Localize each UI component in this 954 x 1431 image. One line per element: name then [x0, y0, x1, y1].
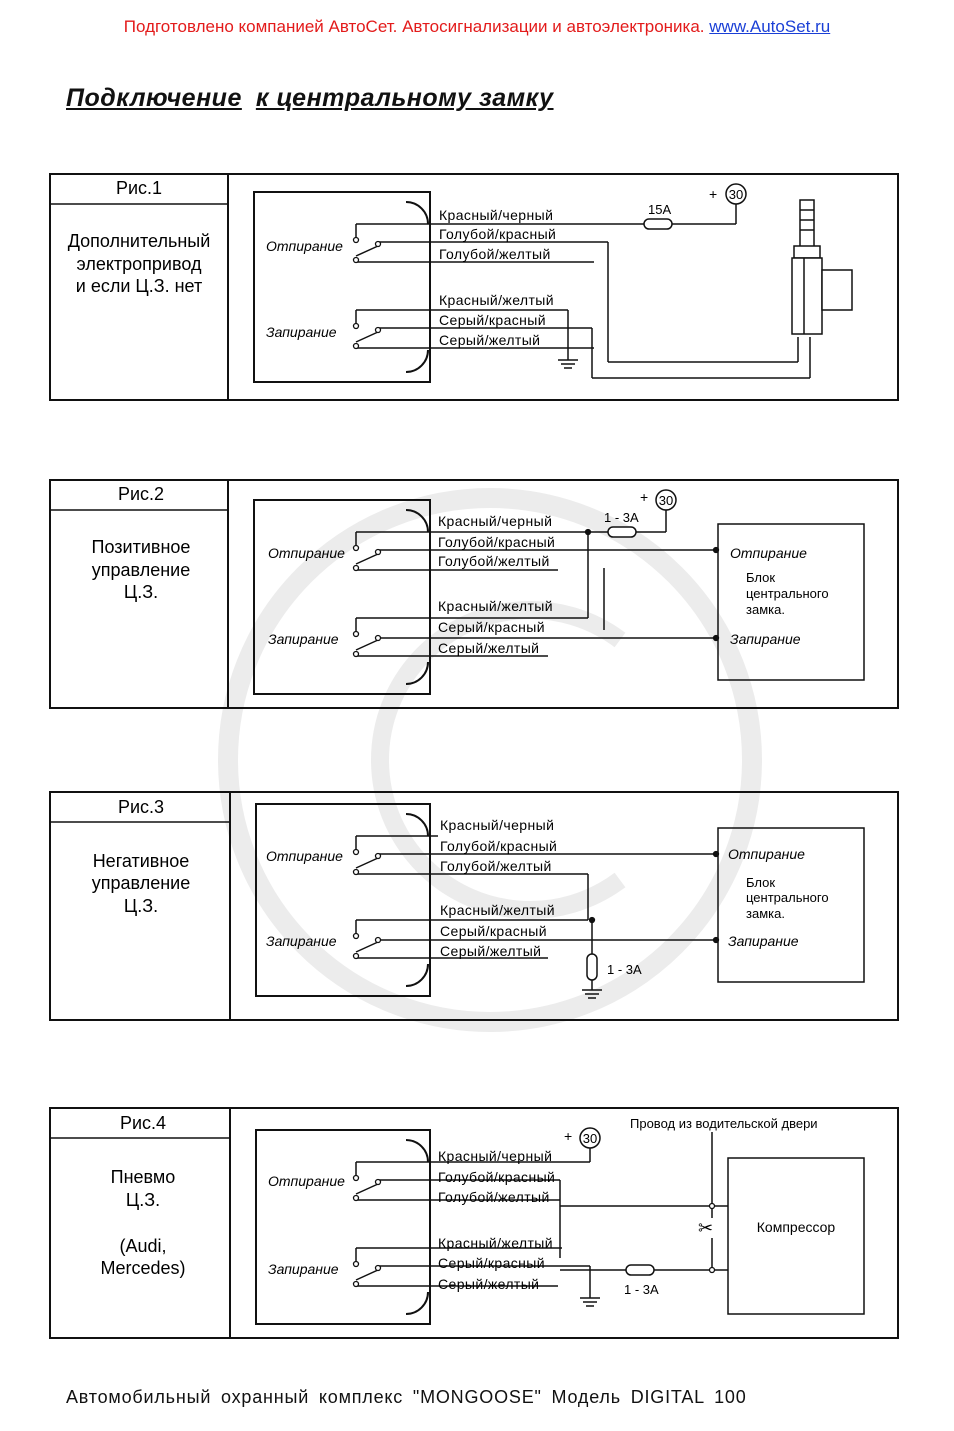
wire-label: Красный/черный [438, 1148, 552, 1164]
figure-desc-line: и если Ц.З. нет [76, 276, 202, 296]
wire-label: Серый/желтый [440, 943, 541, 959]
wire-label: Красный/черный [439, 207, 553, 223]
block-label: центрального [746, 586, 829, 601]
footer: Автомобильный охранный комплекс "MONGOOS… [66, 1387, 747, 1407]
wire-label: Серый/желтый [439, 332, 540, 348]
alarm-unit [253, 499, 431, 695]
figure-desc-line: Mercedes) [100, 1258, 185, 1278]
fuse-label: 1 - 3A [624, 1282, 659, 1297]
lock-label: Запирание [268, 1261, 339, 1277]
figure-title: Рис.1 [116, 178, 162, 198]
wire-label: Красный/желтый [438, 1235, 553, 1251]
figure-title: Рис.3 [118, 797, 164, 817]
lock-label: Запирание [266, 324, 337, 340]
wire-label: Серый/желтый [438, 640, 539, 656]
unlock-label: Отпирание [268, 545, 345, 561]
figure-3: Рис.3 Негативное управление Ц.З. Отпиран… [49, 791, 899, 1021]
wire-label: Голубой/желтый [438, 553, 550, 569]
wire-label: Красный/желтый [438, 598, 553, 614]
unlock-label: Отпирание [268, 1173, 345, 1189]
wire-label: Голубой/красный [438, 1169, 555, 1185]
scissors-icon: ✂ [698, 1218, 713, 1238]
fuse-icon [643, 218, 673, 230]
header-text: Подготовлено компанией АвтоСет. Автосигн… [123, 17, 705, 36]
battery-30-icon [655, 489, 677, 511]
actuator-icon [791, 199, 853, 335]
door-wire-label: Провод из водительской двери [630, 1116, 818, 1131]
plus-label: + [640, 489, 648, 505]
wire-label: Голубой/желтый [438, 1189, 550, 1205]
compressor-block [727, 1157, 865, 1315]
unlock-label: Отпирание [266, 848, 343, 864]
figure-desc-line: Ц.З. [124, 896, 158, 916]
block-unlock-label: Отпирание [730, 545, 807, 561]
plus-label: + [709, 186, 717, 202]
figure-desc-line: управление [92, 560, 190, 580]
figure-desc-line: управление [92, 873, 190, 893]
central-lock-block [717, 523, 865, 681]
figure-desc-line: (Audi, [119, 1236, 166, 1256]
block-label: Блок [746, 875, 775, 890]
figure-desc-line: Дополнительный [68, 231, 211, 251]
figure-desc-line: Пневмо [111, 1167, 176, 1187]
wire-label: Красный/черный [440, 817, 554, 833]
wire-label: Красный/черный [438, 513, 552, 529]
block-label: центрального [746, 890, 829, 905]
wire-label: Серый/красный [438, 1255, 545, 1271]
figure-desc-line: электропривод [77, 254, 202, 274]
figure-desc-line: Ц.З. [126, 1190, 160, 1210]
wire-label: Голубой/красный [439, 226, 556, 242]
wire-label: Красный/желтый [439, 292, 554, 308]
header: Подготовлено компанией АвтоСет. Автосигн… [0, 17, 954, 37]
wire-label: Серый/красный [440, 923, 547, 939]
figure-desc-line: Позитивное [92, 537, 191, 557]
fuse-label: 1 - 3A [607, 962, 642, 977]
fuse-label: 1 - 3A [604, 510, 639, 525]
alarm-unit [253, 191, 431, 383]
wire-label: Голубой/красный [438, 534, 555, 550]
lock-label: Запирание [266, 933, 337, 949]
compressor-label: Компрессор [757, 1219, 836, 1235]
figure-frame [49, 173, 899, 401]
battery-30-label: 30 [659, 493, 673, 508]
battery-30-label: 30 [729, 187, 743, 202]
battery-30-icon [579, 1127, 601, 1149]
fuse-label: 15A [648, 202, 671, 217]
block-lock-label: Запирание [728, 933, 799, 949]
wire-label: Голубой/красный [440, 838, 557, 854]
unlock-label: Отпирание [266, 238, 343, 254]
figure-2: Рис.2 Позитивное управление Ц.З. Отпиран… [49, 479, 899, 709]
wire-label: Голубой/желтый [439, 246, 551, 262]
alarm-unit [255, 1129, 431, 1325]
wire-label: Серый/красный [439, 312, 546, 328]
wire-label: Голубой/желтый [440, 858, 552, 874]
figure-desc-line: Негативное [93, 851, 190, 871]
block-label: замка. [746, 602, 785, 617]
figure-title: Рис.4 [120, 1113, 166, 1133]
figure-title: Рис.2 [118, 484, 164, 504]
figure-1: Рис.1 Дополнительный электропривод и есл… [49, 173, 899, 401]
block-lock-label: Запирание [730, 631, 801, 647]
wire-label: Серый/красный [438, 619, 545, 635]
battery-30-icon [725, 183, 747, 205]
battery-30-label: 30 [583, 1131, 597, 1146]
central-lock-block [717, 827, 865, 983]
wire-label: Красный/желтый [440, 902, 555, 918]
plus-label: + [564, 1128, 572, 1144]
block-label: замка. [746, 906, 785, 921]
block-label: Блок [746, 570, 775, 585]
alarm-unit [255, 803, 431, 997]
header-link[interactable]: www.AutoSet.ru [709, 17, 831, 36]
figure-desc-line: Ц.З. [124, 582, 158, 602]
figure-4: Рис.4 Пневмо Ц.З. (Audi, Mercedes) Отпир… [49, 1107, 899, 1339]
lock-label: Запирание [268, 631, 339, 647]
wire-label: Серый/желтый [438, 1276, 539, 1292]
block-unlock-label: Отпирание [728, 846, 805, 862]
